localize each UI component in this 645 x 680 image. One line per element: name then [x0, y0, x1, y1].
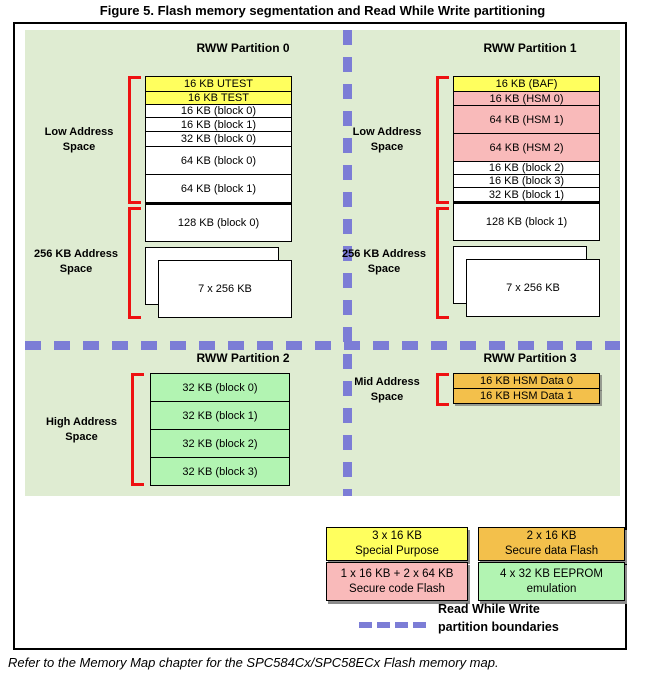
partition-0-block-column: 16 KB UTEST 16 KB TEST 16 KB (block 0) 1…	[145, 76, 292, 242]
memory-block: 32 KB (block 2)	[150, 429, 290, 458]
partition-2-high-address-label: High Address Space	[45, 416, 118, 443]
partition-1-low-address-bracket	[436, 76, 449, 204]
memory-block: 32 KB (block 1)	[453, 187, 600, 202]
partition-0-title: RWW Partition 0	[196, 41, 290, 55]
memory-block: 16 KB (block 3)	[453, 174, 600, 188]
memory-block: 32 KB (block 0)	[145, 131, 292, 147]
partition-0-low-address-bracket	[128, 76, 141, 204]
memory-block: 128 KB (block 0)	[145, 202, 292, 242]
stack-front-box: 7 x 256 KB	[466, 259, 600, 317]
memory-block: 128 KB (block 1)	[453, 201, 600, 241]
partition-0-low-address-label: Low Address Space	[44, 126, 114, 153]
partition-0-256kb-address-label: 256 KB Address Space	[34, 248, 118, 275]
stack-front-box: 7 x 256 KB	[158, 260, 292, 318]
partition-3-block-column: 16 KB HSM Data 0 16 KB HSM Data 1	[453, 373, 600, 404]
partition-2-block-column: 32 KB (block 0) 32 KB (block 1) 32 KB (b…	[150, 373, 290, 486]
diagram-canvas: RWW Partition 0 Low Address Space 256 KB…	[25, 30, 620, 496]
partition-3-mid-address-label: Mid Address Space	[354, 376, 420, 403]
memory-block: 16 KB (HSM 0)	[453, 91, 600, 106]
memory-block: 32 KB (block 3)	[150, 457, 290, 486]
figure-frame: RWW Partition 0 Low Address Space 256 KB…	[13, 22, 627, 650]
figure-caption: Refer to the Memory Map chapter for the …	[8, 655, 499, 670]
figure-title: Figure 5. Flash memory segmentation and …	[99, 3, 546, 18]
memory-block: 16 KB (BAF)	[453, 76, 600, 92]
legend-special-purpose: 3 x 16 KB Special Purpose	[326, 527, 468, 561]
partition-2-high-address-bracket	[131, 373, 144, 486]
partition-1-256kb-stack: 7 x 256 KB	[453, 246, 601, 319]
legend-boundary-dash-sample	[359, 622, 426, 628]
legend-boundary-label: Read While Write partition boundaries	[438, 602, 559, 634]
memory-block: 16 KB HSM Data 0	[453, 373, 600, 389]
memory-block: 16 KB (block 2)	[453, 161, 600, 175]
legend-secure-data-flash: 2 x 16 KB Secure data Flash	[478, 527, 625, 561]
partition-1-block-column: 16 KB (BAF) 16 KB (HSM 0) 64 KB (HSM 1) …	[453, 76, 600, 241]
partition-1-256kb-address-label: 256 KB Address Space	[342, 248, 426, 275]
memory-block: 64 KB (HSM 2)	[453, 133, 600, 162]
memory-block: 64 KB (block 1)	[145, 174, 292, 203]
partition-1-256kb-address-bracket	[436, 207, 449, 319]
vertical-partition-boundary-dashed-line	[343, 30, 352, 496]
partition-1-title: RWW Partition 1	[483, 41, 577, 55]
horizontal-partition-boundary-dashed-line	[25, 341, 620, 350]
memory-block: 16 KB TEST	[145, 91, 292, 105]
partition-1-low-address-label: Low Address Space	[352, 126, 422, 153]
memory-block: 32 KB (block 0)	[150, 373, 290, 402]
memory-block: 16 KB (block 0)	[145, 104, 292, 118]
memory-block: 64 KB (HSM 1)	[453, 105, 600, 134]
memory-block: 32 KB (block 1)	[150, 401, 290, 430]
partition-2-title: RWW Partition 2	[196, 351, 290, 365]
memory-block: 16 KB UTEST	[145, 76, 292, 92]
memory-block: 64 KB (block 0)	[145, 146, 292, 175]
memory-block: 16 KB HSM Data 1	[453, 388, 600, 404]
partition-3-mid-address-bracket	[436, 373, 449, 406]
legend-eeprom-emulation: 4 x 32 KB EEPROM emulation	[478, 562, 625, 601]
legend-secure-code-flash: 1 x 16 KB + 2 x 64 KB Secure code Flash	[326, 562, 468, 601]
partition-0-256kb-address-bracket	[128, 207, 141, 319]
partition-0-256kb-stack: 7 x 256 KB	[145, 247, 293, 320]
memory-block: 16 KB (block 1)	[145, 117, 292, 132]
partition-3-title: RWW Partition 3	[483, 351, 577, 365]
